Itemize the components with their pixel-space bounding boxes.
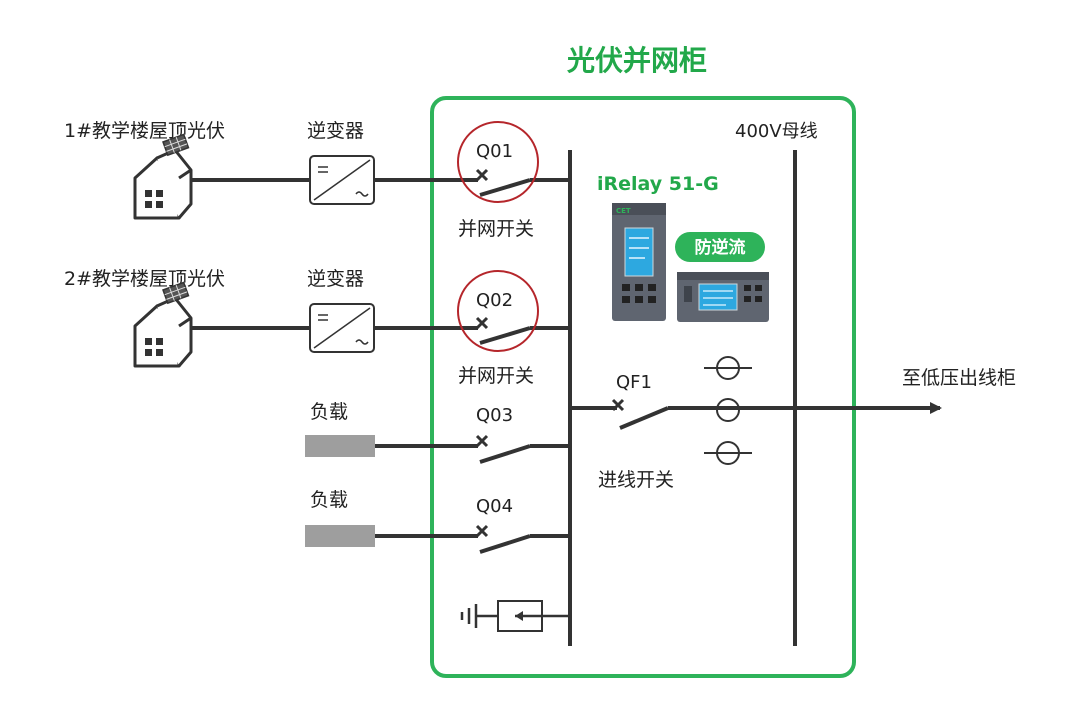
load-2-block	[305, 525, 375, 547]
building-solar-icon	[133, 280, 193, 368]
switch-qf1-label: QF1	[616, 372, 652, 393]
anti-backflow-badge-text: 防逆流	[695, 237, 746, 258]
switch-q02-caption: 并网开关	[458, 365, 534, 387]
highlight-circle-q02	[457, 270, 539, 352]
switch-q03-label: Q03	[476, 405, 513, 426]
breaker-icon	[475, 168, 531, 197]
switch-qf1-caption: 进线开关	[598, 469, 674, 491]
load-2-name: 负载	[310, 489, 348, 511]
relay-device-tall: CET	[612, 203, 666, 321]
breaker-icon	[475, 316, 531, 345]
load-1-name: 负载	[310, 401, 348, 423]
source-2-inverter-label: 逆变器	[307, 268, 364, 290]
building-solar-icon	[133, 132, 193, 220]
current-transformer-icon	[716, 398, 740, 422]
outgoing-label: 至低压出线柜	[902, 367, 1016, 389]
ground-icon	[460, 604, 478, 628]
inverter-icon	[309, 303, 375, 353]
switch-q04-label: Q04	[476, 496, 513, 517]
switch-q01-caption: 并网开关	[458, 218, 534, 240]
source-2-name: 2#教学楼屋顶光伏	[64, 268, 225, 290]
breaker-icon	[475, 434, 531, 464]
cabinet-title: 光伏并网柜	[566, 44, 707, 77]
current-transformer-icon	[704, 441, 752, 465]
bus-label: 400V母线	[735, 121, 818, 142]
device-model: iRelay 51-G	[597, 173, 719, 195]
breaker-icon	[475, 524, 531, 554]
switch-q01-label: Q01	[476, 141, 513, 162]
anti-backflow-badge	[675, 232, 765, 262]
inverter-icon	[309, 155, 375, 205]
surge-arrester-icon	[476, 600, 570, 632]
svg-text:CET: CET	[616, 207, 631, 215]
highlight-circle-q01	[457, 121, 539, 203]
source-1-name: 1#教学楼屋顶光伏	[64, 120, 225, 142]
cabinet-frame	[430, 96, 856, 678]
source-1-inverter-label: 逆变器	[307, 120, 364, 142]
switch-q02-label: Q02	[476, 290, 513, 311]
current-transformer-icon	[704, 356, 752, 380]
breaker-icon	[611, 398, 669, 430]
relay-device-wide	[677, 272, 769, 322]
load-1-block	[305, 435, 375, 457]
